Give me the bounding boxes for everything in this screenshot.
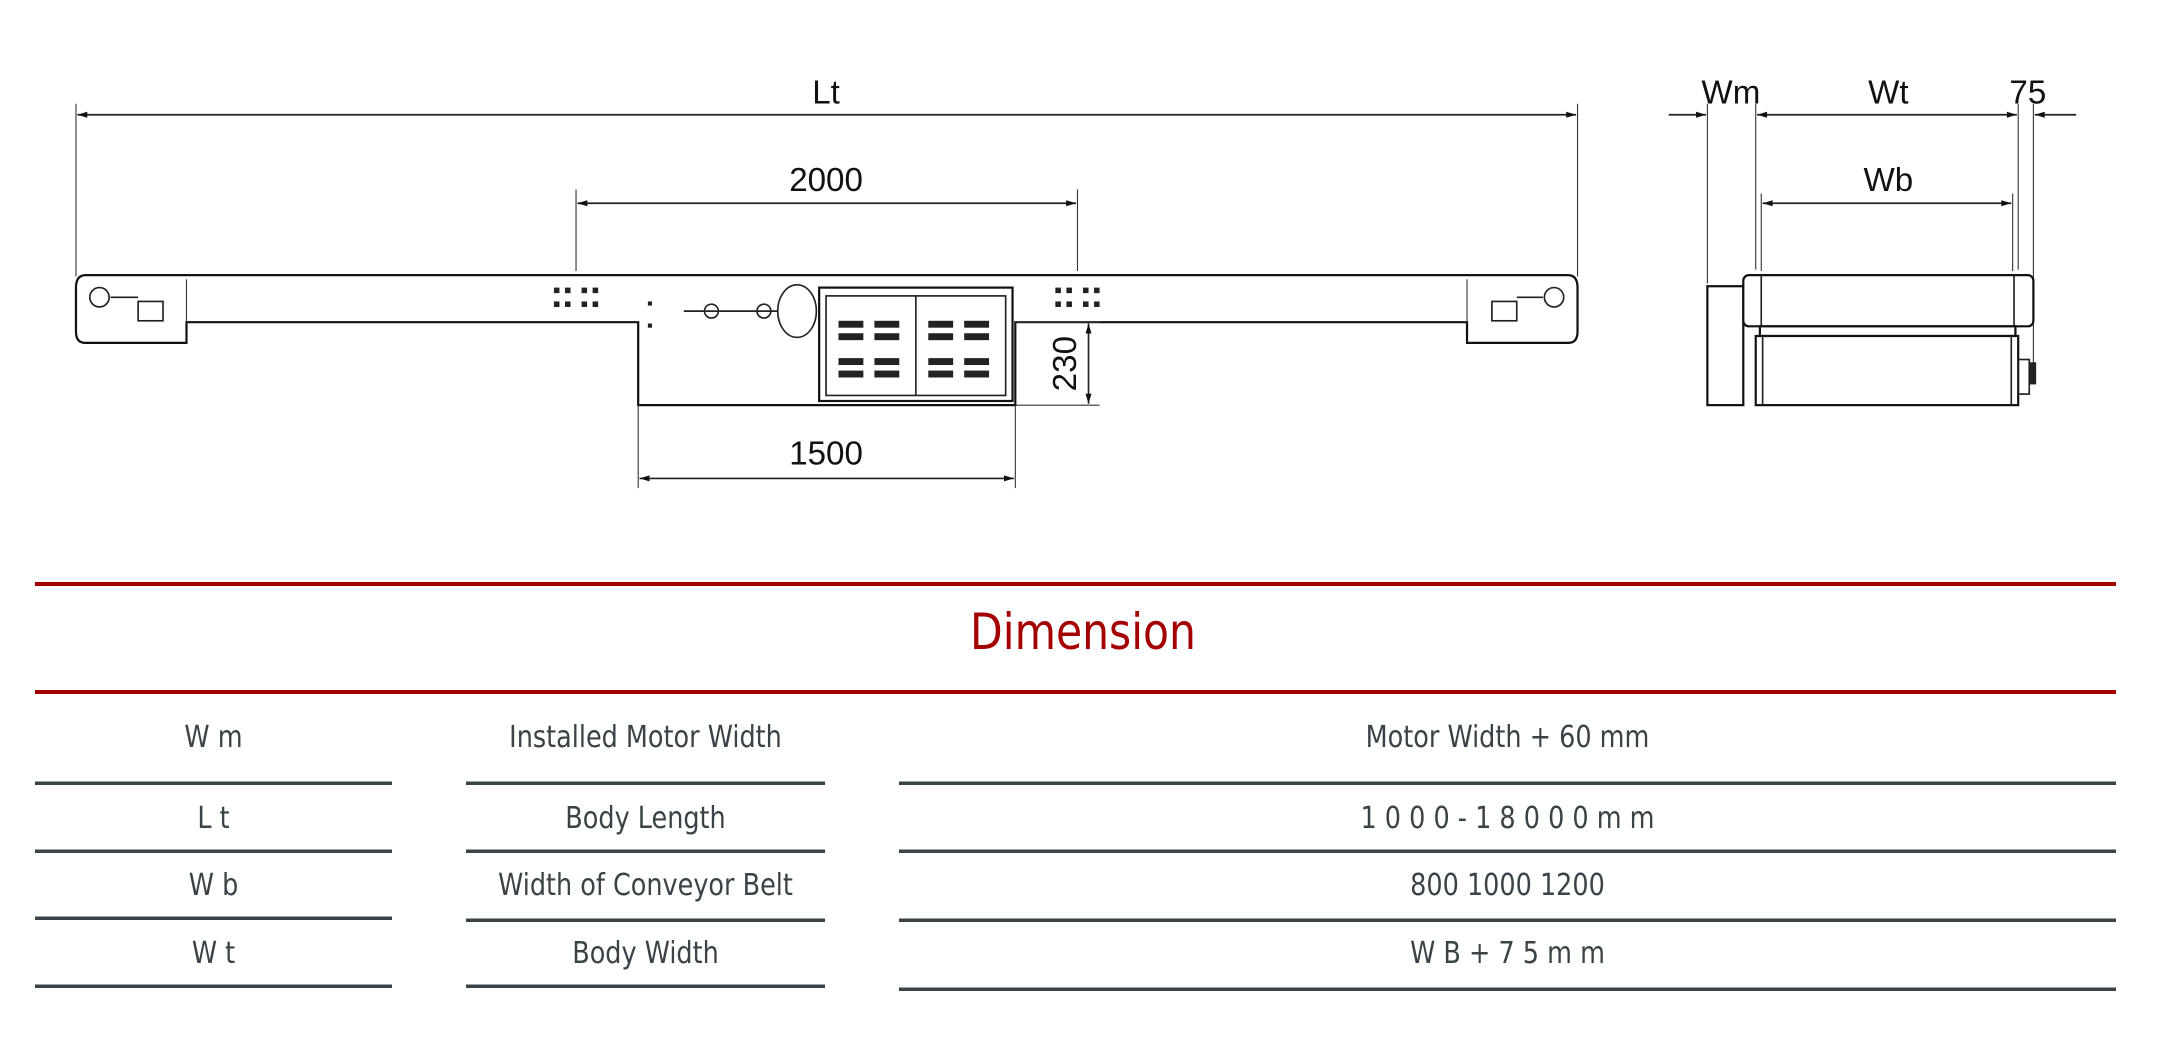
title-top-rule xyxy=(35,582,2116,586)
end-view: Wm Wt 75 Wb xyxy=(1668,75,2077,407)
motor-block xyxy=(1706,285,1745,407)
row-divider xyxy=(466,984,825,988)
offset-label: 75 xyxy=(2009,75,2046,112)
value-cell: Motor Width + 60 mm xyxy=(1365,720,1650,755)
section-title: Dimension xyxy=(970,603,1196,661)
row-divider xyxy=(35,849,392,853)
body-width-label: Wt xyxy=(1868,75,1908,112)
row-divider xyxy=(899,918,2116,922)
name-cell: Body Length xyxy=(565,801,726,836)
technical-drawing: Lt 2000 xyxy=(74,75,2077,489)
name-cell: Body Width xyxy=(572,936,719,971)
belt-width-label: Wb xyxy=(1863,162,1913,199)
row-divider xyxy=(899,781,2116,785)
row-divider xyxy=(899,987,2116,991)
row-divider xyxy=(35,916,392,920)
symbol-cell: L t xyxy=(197,801,230,836)
drop-height-label: 230 xyxy=(1047,336,1084,391)
row-divider xyxy=(35,984,392,988)
row-divider xyxy=(466,918,825,922)
motor-width-label: Wm xyxy=(1701,75,1760,112)
row-divider xyxy=(899,849,2116,853)
drop-length-label: 1500 xyxy=(789,436,863,473)
name-cell: Installed Motor Width xyxy=(509,720,782,755)
symbol-cell: W b xyxy=(188,868,239,903)
value-cell: W B + 7 5 m m xyxy=(1410,936,1605,971)
value-cell: 800 1000 1200 xyxy=(1410,868,1605,903)
symbol-cell: W m xyxy=(184,720,243,755)
length-label: Lt xyxy=(812,75,840,112)
symbol-cell: W t xyxy=(191,936,236,971)
name-cell: Width of Conveyor Belt xyxy=(498,868,793,903)
title-bottom-rule xyxy=(35,690,2116,694)
motor-span-label: 2000 xyxy=(789,162,863,199)
row-divider xyxy=(35,781,392,785)
row-divider xyxy=(466,781,825,785)
row-divider xyxy=(466,849,825,853)
side-view: Lt 2000 xyxy=(74,75,1579,489)
value-cell: 1 0 0 0 - 1 8 0 0 0 m m xyxy=(1360,801,1655,836)
